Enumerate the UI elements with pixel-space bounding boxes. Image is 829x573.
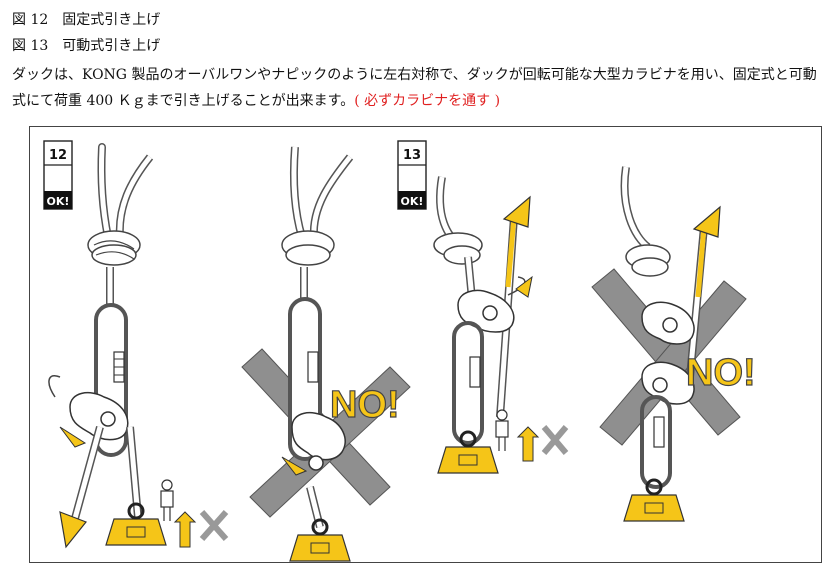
scene-fixed-ok bbox=[48, 143, 229, 549]
no-label-1: NO! bbox=[330, 384, 400, 426]
cross-icon bbox=[199, 510, 229, 541]
pull-arrow-up bbox=[502, 195, 531, 228]
badge-12: 12 OK! bbox=[43, 140, 73, 210]
description-paragraph: ダックは、KONG 製品のオーバルワンやナピックのように左右対称で、ダックが回転… bbox=[12, 62, 822, 114]
no-label-2: NO! bbox=[686, 352, 756, 394]
person-icon bbox=[160, 479, 174, 522]
badge-13-number: 13 bbox=[403, 148, 421, 163]
scene-fixed-no: NO! bbox=[241, 146, 411, 562]
cross-icon-2 bbox=[541, 425, 569, 455]
badge-13-status: OK! bbox=[401, 195, 424, 208]
carabiner bbox=[94, 303, 128, 457]
figure-13-caption: 図 13 可動式引き上げ bbox=[12, 38, 161, 54]
scene-movable-no: NO! bbox=[591, 166, 756, 523]
badge-12-status: OK! bbox=[47, 195, 70, 208]
up-arrow-icon bbox=[173, 511, 197, 548]
description-text: ダックは、KONG 製品のオーバルワンやナピックのように左右対称で、ダックが回転… bbox=[12, 67, 817, 109]
duck-device bbox=[48, 375, 129, 448]
knot bbox=[87, 230, 141, 266]
pull-arrow-down bbox=[59, 511, 87, 549]
figure-12-caption: 図 12 固定式引き上げ bbox=[12, 12, 161, 28]
illustration-panel: 12 OK! bbox=[29, 126, 822, 563]
scene-movable-ok bbox=[433, 176, 569, 475]
pull-arrow-up-2 bbox=[692, 205, 721, 238]
badge-13: 13 OK! bbox=[397, 140, 427, 210]
illustration-svg: 12 OK! bbox=[43, 140, 756, 562]
carabiner-note: ( 必ずカラビナを通す ) bbox=[354, 93, 501, 109]
badge-12-number: 12 bbox=[49, 148, 67, 163]
up-arrow-icon-2 bbox=[516, 426, 540, 462]
load-weight-3 bbox=[436, 430, 500, 475]
person-icon-2 bbox=[495, 409, 509, 452]
